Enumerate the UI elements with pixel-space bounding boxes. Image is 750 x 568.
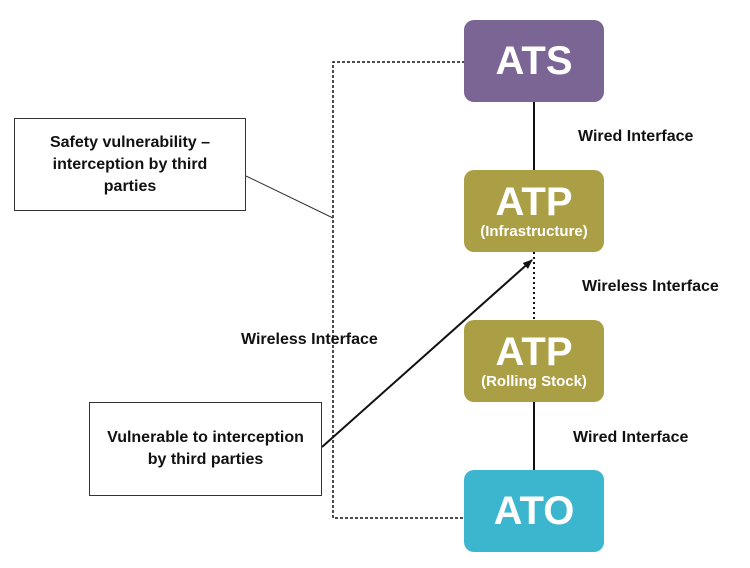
vulnerable-callout-arrow	[321, 259, 533, 448]
atp-rolling-stock-box: ATP (Rolling Stock)	[464, 320, 604, 402]
interception-vulnerability-callout: Vulnerable to interception by third part…	[89, 402, 322, 496]
ats-title: ATS	[495, 39, 573, 83]
wired-interface-label-bottom: Wired Interface	[573, 429, 689, 446]
ato-title: ATO	[493, 489, 575, 533]
safety-vulnerability-text: Safety vulnerability – interception by t…	[49, 133, 211, 195]
safety-callout-pointer	[245, 175, 334, 219]
wireless-bracket-ats-ato	[332, 61, 465, 519]
atp-rolling-stock-subtitle: (Rolling Stock)	[481, 372, 587, 390]
interception-vulnerability-text: Vulnerable to interception by third part…	[107, 429, 304, 468]
atp-rolling-stock-title: ATP	[495, 329, 573, 374]
ato-box: ATO	[464, 470, 604, 552]
wireless-interface-label-left: Wireless Interface	[241, 331, 378, 348]
wireless-interface-label-right: Wireless Interface	[582, 278, 719, 295]
atp-infrastructure-subtitle: (Infrastructure)	[480, 222, 588, 240]
atp-infrastructure-box: ATP (Infrastructure)	[464, 170, 604, 252]
ats-box: ATS	[464, 20, 604, 102]
wired-interface-label-top: Wired Interface	[578, 128, 694, 145]
atp-infrastructure-title: ATP	[495, 179, 573, 224]
safety-vulnerability-callout: Safety vulnerability – interception by t…	[14, 118, 246, 211]
